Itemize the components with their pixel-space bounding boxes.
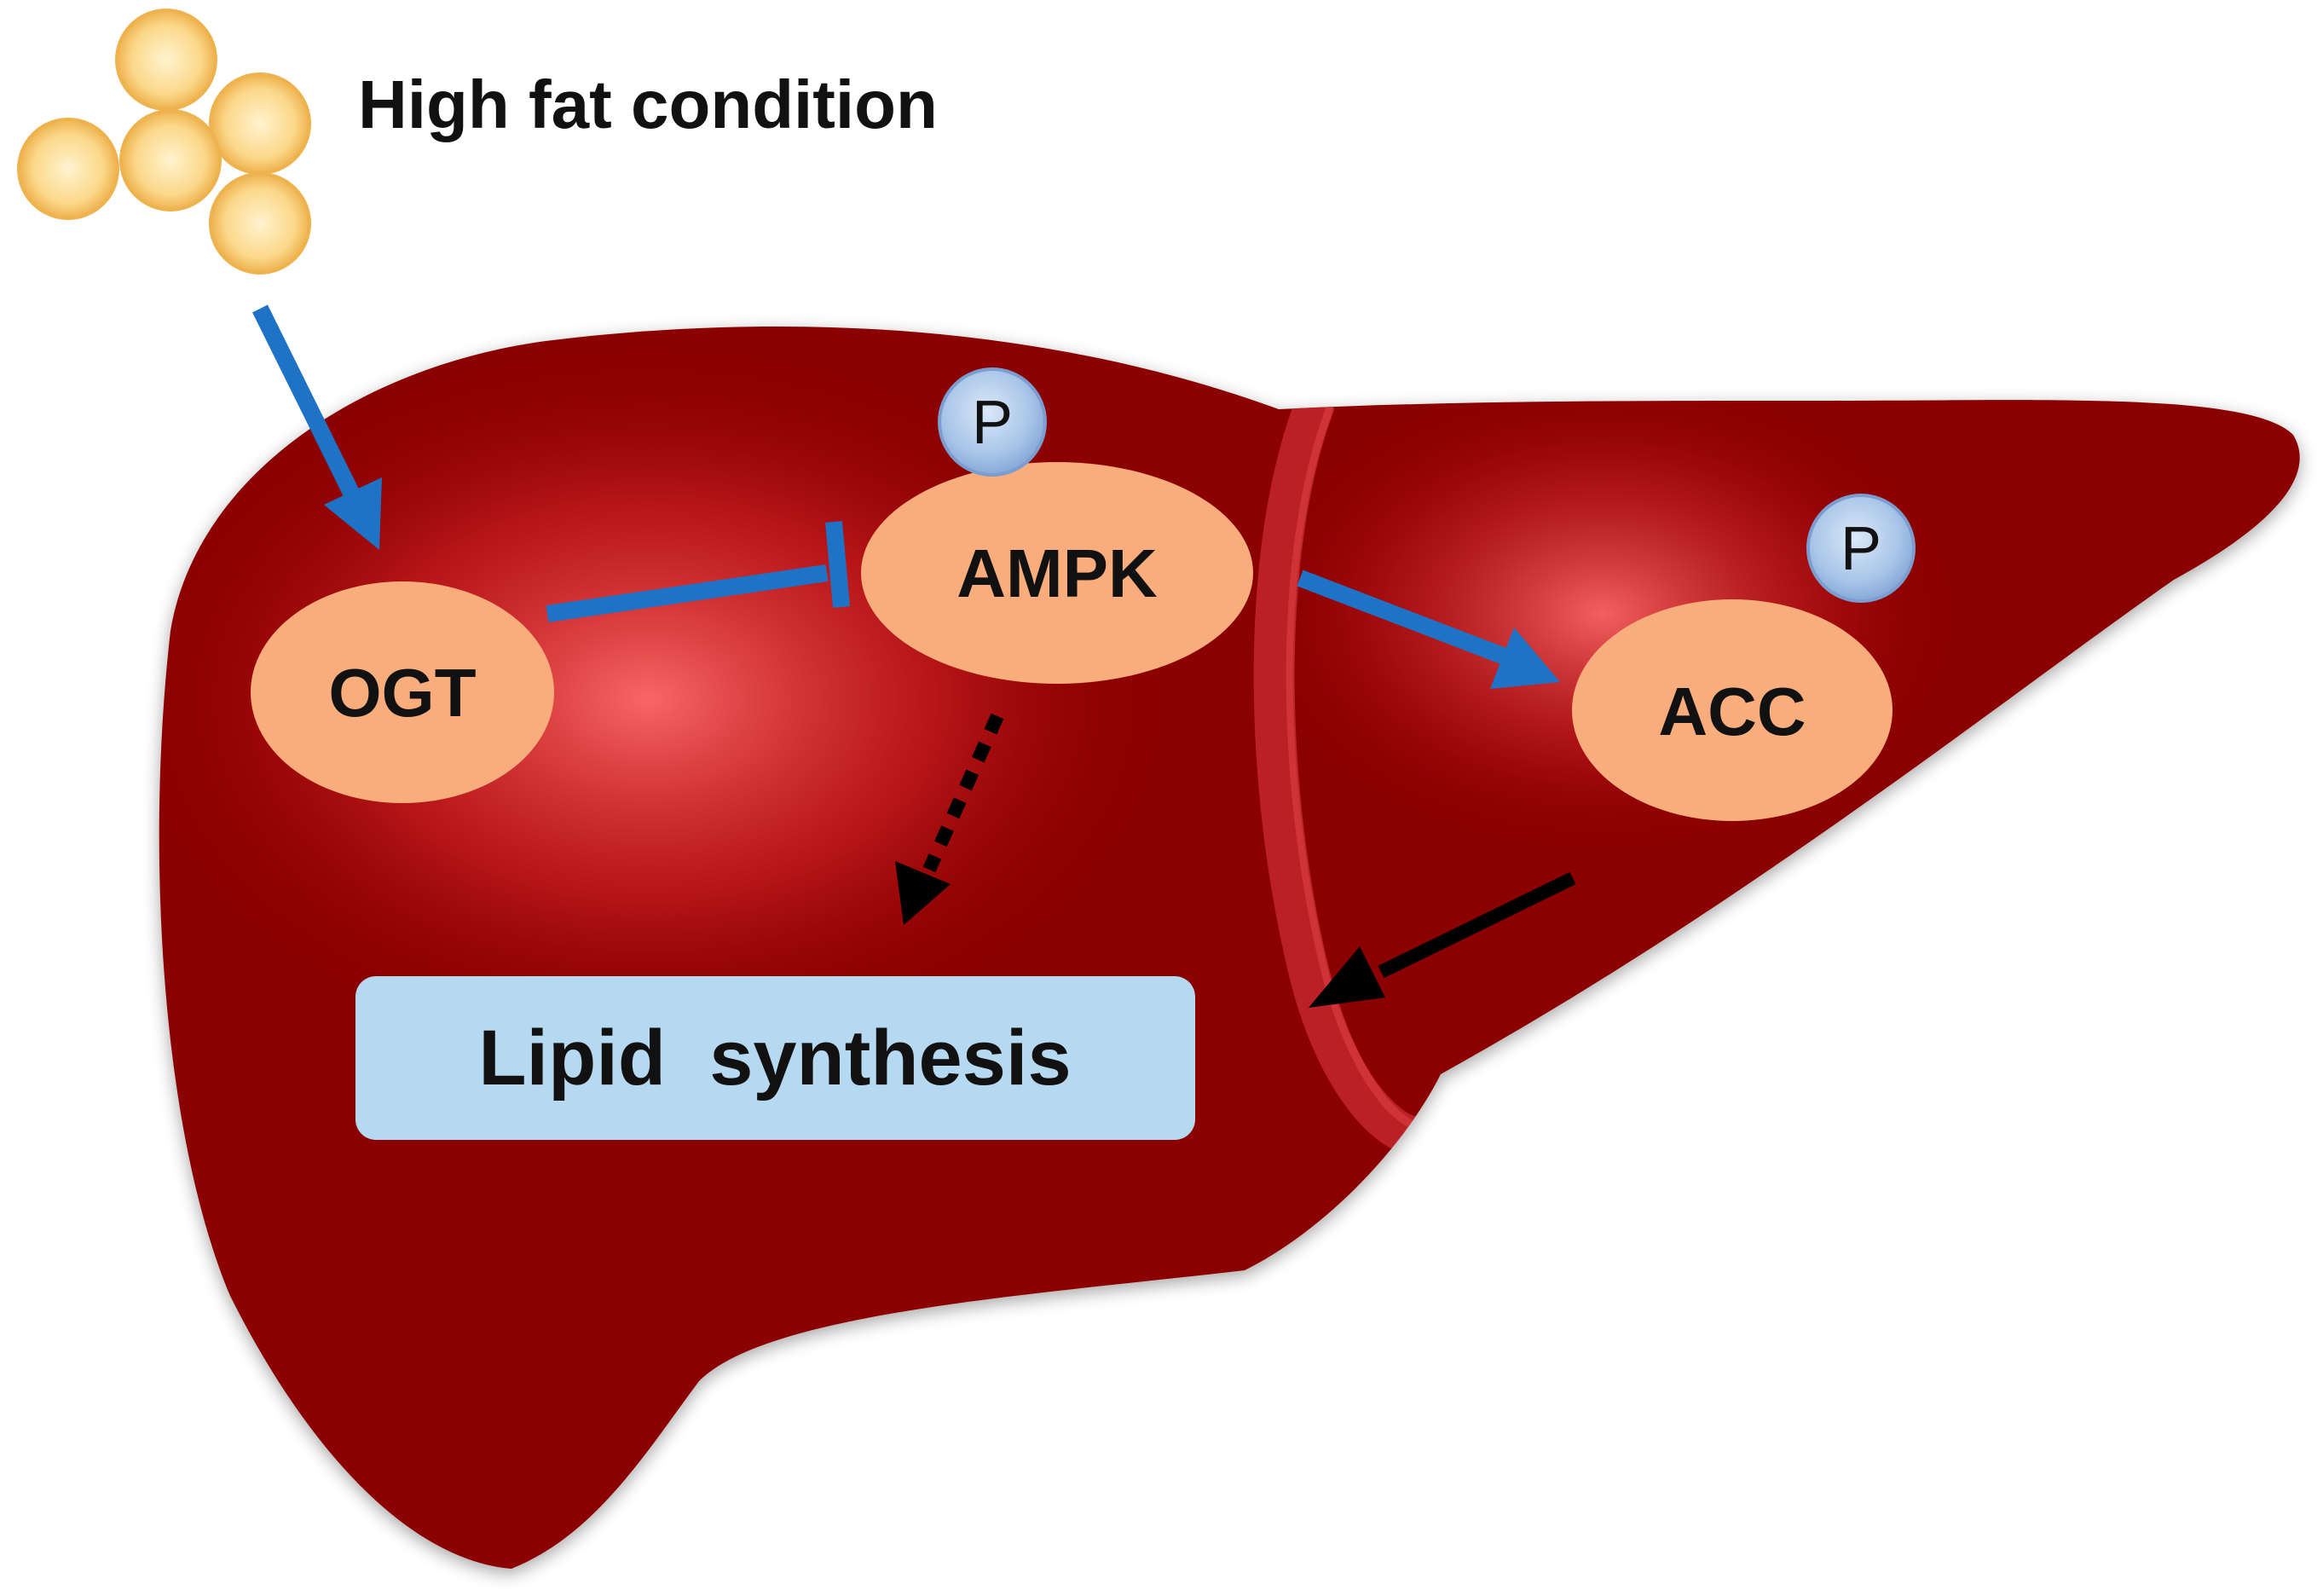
node-ampk: AMPK	[861, 462, 1253, 684]
phospho-badge-ampk-label: P	[972, 389, 1013, 457]
node-ogt: OGT	[251, 581, 554, 803]
fat-droplets-icon	[17, 9, 311, 275]
arrow-highfat-to-ogt	[252, 304, 382, 550]
dotted-arrow-ampk-to-lipid	[895, 713, 1004, 925]
phospho-badge-acc: P	[1806, 494, 1916, 603]
node-acc-label: ACC	[1658, 674, 1806, 749]
arrow-ampk-to-acc	[1297, 570, 1560, 689]
node-ogt-label: OGT	[328, 655, 476, 731]
arrow-acc-to-lipid	[1309, 871, 1576, 1008]
phospho-badge-acc-label: P	[1840, 515, 1881, 583]
node-acc: ACC	[1572, 599, 1892, 821]
phospho-badge-ampk: P	[938, 367, 1047, 477]
lipid-synthesis-label: Lipid synthesis	[478, 1015, 1071, 1102]
diagram-title: High fat condition	[358, 66, 938, 142]
lipid-synthesis-box: Lipid synthesis	[355, 976, 1195, 1140]
inhibition-ogt-to-ampk	[546, 521, 850, 622]
node-ampk-label: AMPK	[956, 535, 1158, 611]
